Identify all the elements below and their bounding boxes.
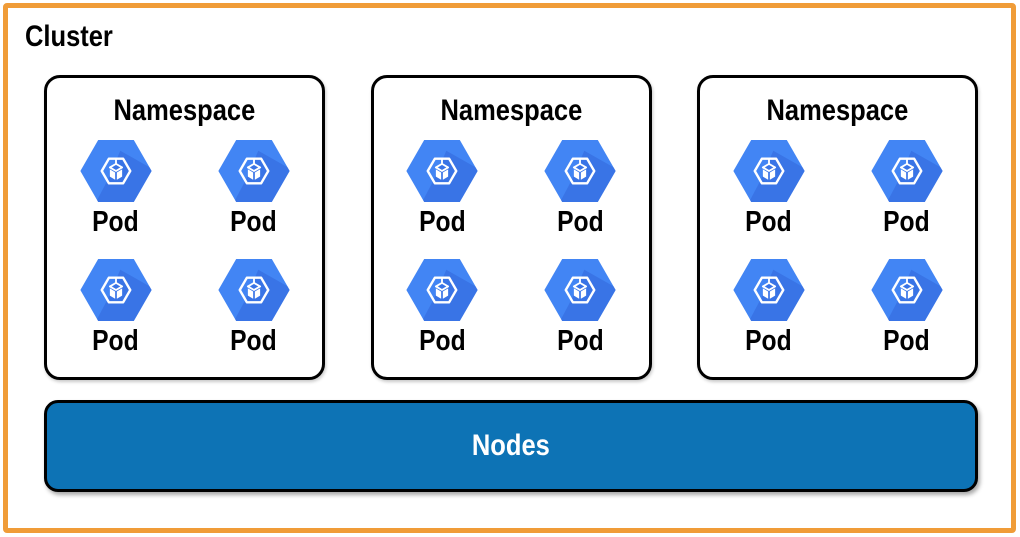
pod-label: Pod bbox=[418, 206, 466, 238]
pod-icon bbox=[733, 140, 805, 202]
pod-item: Pod bbox=[857, 259, 957, 358]
pod-icon bbox=[871, 140, 943, 202]
pod-label: Pod bbox=[230, 206, 277, 238]
pod-item: Pod bbox=[204, 140, 304, 239]
pod-label: Pod bbox=[745, 325, 792, 357]
nodes-label: Nodes bbox=[472, 429, 550, 462]
pod-item: Pod bbox=[719, 140, 819, 239]
namespace-label: Namespace bbox=[766, 94, 909, 127]
pod-item: Pod bbox=[66, 259, 166, 358]
pod-grid: Pod Pod Pod Pod bbox=[392, 140, 630, 358]
pod-item: Pod bbox=[857, 140, 957, 239]
namespace-label: Namespace bbox=[113, 94, 256, 127]
pod-icon bbox=[80, 140, 152, 202]
pod-label: Pod bbox=[556, 325, 604, 357]
pod-icon bbox=[406, 140, 478, 202]
pod-label: Pod bbox=[883, 206, 930, 238]
namespace-box-2: Namespace Pod Pod Pod bbox=[370, 75, 652, 380]
pod-icon bbox=[406, 259, 478, 321]
pod-item: Pod bbox=[392, 259, 492, 358]
pod-label: Pod bbox=[745, 206, 792, 238]
pod-icon bbox=[218, 140, 290, 202]
namespace-box-1: Namespace Pod Pod Pod bbox=[44, 75, 325, 380]
namespace-label: Namespace bbox=[440, 94, 582, 127]
pod-label: Pod bbox=[230, 325, 277, 357]
pod-label: Pod bbox=[883, 325, 930, 357]
pod-label: Pod bbox=[556, 206, 604, 238]
pod-icon bbox=[733, 259, 805, 321]
namespace-box-3: Namespace Pod Pod Pod bbox=[697, 75, 978, 380]
pod-item: Pod bbox=[530, 259, 630, 358]
pod-label: Pod bbox=[92, 206, 139, 238]
pod-icon bbox=[218, 259, 290, 321]
pod-icon bbox=[544, 140, 616, 202]
pod-icon bbox=[544, 259, 616, 321]
pod-item: Pod bbox=[392, 140, 492, 239]
pod-item: Pod bbox=[530, 140, 630, 239]
pod-label: Pod bbox=[92, 325, 139, 357]
pod-icon bbox=[871, 259, 943, 321]
cluster-title: Cluster bbox=[25, 20, 113, 53]
nodes-bar: Nodes bbox=[44, 400, 978, 492]
pod-item: Pod bbox=[204, 259, 304, 358]
pod-icon bbox=[80, 259, 152, 321]
pod-item: Pod bbox=[66, 140, 166, 239]
pod-grid: Pod Pod Pod Pod bbox=[719, 140, 957, 358]
pod-item: Pod bbox=[719, 259, 819, 358]
namespace-row: Namespace Pod Pod Pod bbox=[44, 75, 978, 380]
pod-grid: Pod Pod Pod Pod bbox=[66, 140, 304, 358]
pod-label: Pod bbox=[418, 325, 466, 357]
cluster-frame: Cluster Namespace Pod Pod Pod bbox=[3, 3, 1016, 533]
